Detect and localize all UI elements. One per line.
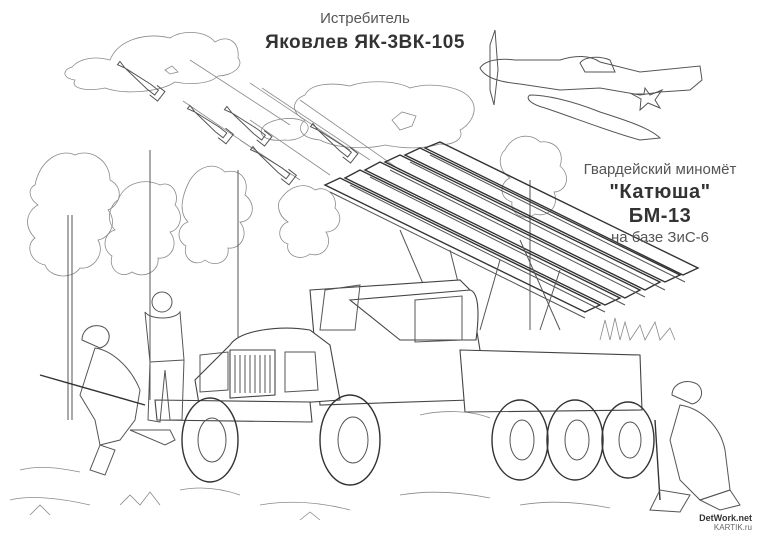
plane-label: Истребитель Яковлев ЯК-3ВК-105: [255, 8, 475, 56]
watermark: DetWork.net KARTIK.ru: [699, 513, 752, 533]
launcher-title: "Катюша": [609, 181, 711, 203]
plane-title: Яковлев ЯК-3ВК-105: [265, 32, 465, 53]
launcher-base: на базе ЗиС-6: [610, 229, 710, 246]
pine-trees: [27, 135, 567, 420]
watermark-line1: DetWork.net: [699, 513, 752, 523]
plane-subtitle: Истребитель: [320, 10, 410, 27]
soldier-with-binoculars: [144, 291, 185, 423]
launcher-subtitle: Гвардейский миномёт: [583, 161, 737, 178]
ground-grass: [9, 317, 676, 521]
watermark-line2: KARTIK.ru: [713, 523, 752, 532]
cloud-middle: [294, 81, 475, 149]
cloud-left: [64, 32, 241, 93]
launcher-label: Гвардейский миномёт "Катюша" БМ-13 на ба…: [560, 160, 760, 248]
soldier-kneeling: [649, 381, 741, 513]
katyusha-truck: [154, 279, 655, 486]
launcher-model: БМ-13: [628, 205, 692, 227]
fighter-plane: [479, 29, 703, 141]
rockets-in-flight: [116, 59, 401, 186]
soldier-running-with-rifle: [39, 325, 176, 476]
rocket-launcher-rails: [323, 141, 700, 331]
